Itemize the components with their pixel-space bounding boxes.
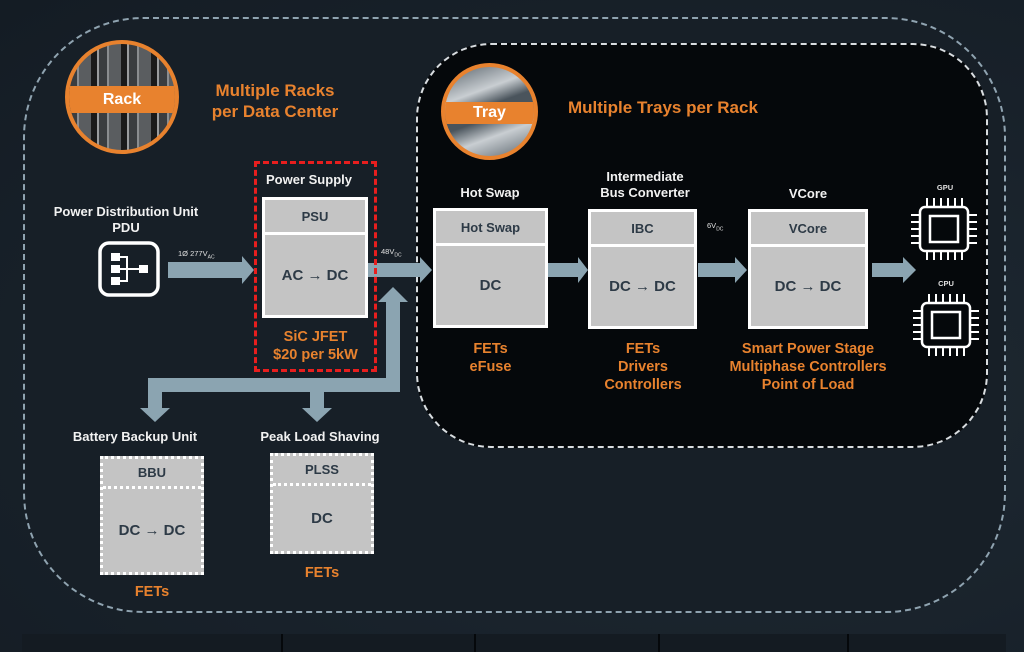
arrow-vcore-to-loads xyxy=(872,257,916,283)
hotswap-note: FETs eFuse xyxy=(433,340,548,376)
hotswap-note-line2: eFuse xyxy=(469,359,512,375)
vcore-body: DC → DC xyxy=(774,278,842,295)
tray-badge: Tray xyxy=(441,63,538,160)
gpu-label: GPU xyxy=(936,183,954,192)
arrow-bus-to-plss xyxy=(302,392,332,422)
psu-body: AC → DC xyxy=(281,266,349,284)
cpu-label: CPU xyxy=(938,279,954,288)
plss-block: PLSS DC xyxy=(270,453,374,554)
plss-note: FETs xyxy=(304,565,340,581)
vcore-header: VCore xyxy=(751,212,865,247)
pdu-title: Power Distribution Unit PDU xyxy=(40,204,212,236)
ibc-note-line1: FETs xyxy=(625,341,661,357)
ibc-voltage: 6V xyxy=(707,221,717,230)
rack-title-line1: Multiple Racks xyxy=(215,81,335,100)
rack-title-line2: per Data Center xyxy=(211,102,339,121)
column-divider xyxy=(474,634,476,652)
ibc-block: IBC DC → DC xyxy=(588,209,697,329)
bbu-body: DC → DC xyxy=(118,522,186,539)
arrow-backup-to-bus xyxy=(378,287,408,392)
psu-voltage: 48V xyxy=(381,247,395,256)
psu-header: PSU xyxy=(265,200,365,235)
ibc-body: DC → DC xyxy=(609,278,676,295)
bbu-note: FETs xyxy=(134,584,170,600)
hotswap-header: Hot Swap xyxy=(436,211,545,246)
rack-badge-label: Rack xyxy=(69,86,175,113)
arrow-pdu-to-psu xyxy=(168,256,254,284)
psu-highlight-box xyxy=(254,161,377,372)
arrow-hotswap-to-ibc xyxy=(548,257,588,283)
pdu-title-line1: Power Distribution Unit xyxy=(53,204,199,219)
rack-title: Multiple Racks per Data Center xyxy=(195,80,355,122)
vcore-section-title: VCore xyxy=(788,186,828,201)
ibc-note-line2: Drivers xyxy=(618,359,668,375)
pdu-output-label: 1Ø 277VAC xyxy=(178,249,215,261)
tray-badge-label: Tray xyxy=(445,102,534,124)
bottom-table-strip xyxy=(22,634,1006,652)
column-divider xyxy=(658,634,660,652)
hotswap-body: DC xyxy=(479,277,502,294)
vcore-note-line1: Smart Power Stage xyxy=(741,341,875,357)
hotswap-note-line1: FETs xyxy=(473,341,508,357)
plss-section-title: Peak Load Shaving xyxy=(260,429,380,444)
psu-voltage-sub: DC xyxy=(394,252,402,259)
pdu-voltage: 1Ø 277V xyxy=(178,249,208,258)
ibc-output-label: 6VDC xyxy=(707,221,723,233)
bbu-block: BBU DC → DC xyxy=(100,456,204,575)
pdu-voltage-sub: AC xyxy=(207,254,215,261)
pdu-title-line2: PDU xyxy=(112,220,140,235)
plss-header: PLSS xyxy=(273,456,371,486)
column-divider xyxy=(281,634,283,652)
ibc-voltage-sub: DC xyxy=(716,226,724,233)
psu-output-label: 48VDC xyxy=(381,247,402,259)
ibc-note: FETs Drivers Controllers xyxy=(578,340,708,394)
bbu-header: BBU xyxy=(103,459,201,489)
psu-note-line1: SiC JFET xyxy=(283,329,348,345)
gpu-chip-icon xyxy=(911,198,977,260)
ibc-section-title: Intermediate Bus Converter xyxy=(580,169,710,201)
psu-note-line2: $20 per 5kW xyxy=(273,347,358,363)
plss-body: DC xyxy=(311,510,333,527)
cpu-chip-icon xyxy=(913,294,979,356)
psu-note: SiC JFET $20 per 5kW xyxy=(254,328,377,364)
vcore-block: VCore DC → DC xyxy=(748,209,868,329)
ibc-note-line3: Controllers xyxy=(604,377,682,393)
bbu-section-title: Battery Backup Unit xyxy=(72,429,198,444)
ibc-header: IBC xyxy=(591,212,694,247)
psu-block: PSU AC → DC xyxy=(262,197,368,318)
vcore-note-line2: Multiphase Controllers xyxy=(729,359,887,375)
branch-bar xyxy=(148,378,400,392)
ibc-section-title-line2: Bus Converter xyxy=(600,185,690,200)
vcore-note: Smart Power Stage Multiphase Controllers… xyxy=(718,340,898,394)
arrow-psu-to-hotswap xyxy=(368,257,432,283)
power-distribution-icon xyxy=(98,241,160,297)
hotswap-block: Hot Swap DC xyxy=(433,208,548,328)
hotswap-section-title: Hot Swap xyxy=(460,185,520,200)
tray-title: Multiple Trays per Rack xyxy=(568,98,758,117)
ibc-section-title-line1: Intermediate xyxy=(606,169,684,184)
arrow-bus-to-bbu xyxy=(140,392,170,422)
rack-badge: Rack xyxy=(65,40,179,154)
vcore-note-line3: Point of Load xyxy=(761,377,855,393)
psu-section-title: Power Supply xyxy=(266,172,352,187)
column-divider xyxy=(847,634,849,652)
arrow-ibc-to-vcore xyxy=(698,257,747,283)
